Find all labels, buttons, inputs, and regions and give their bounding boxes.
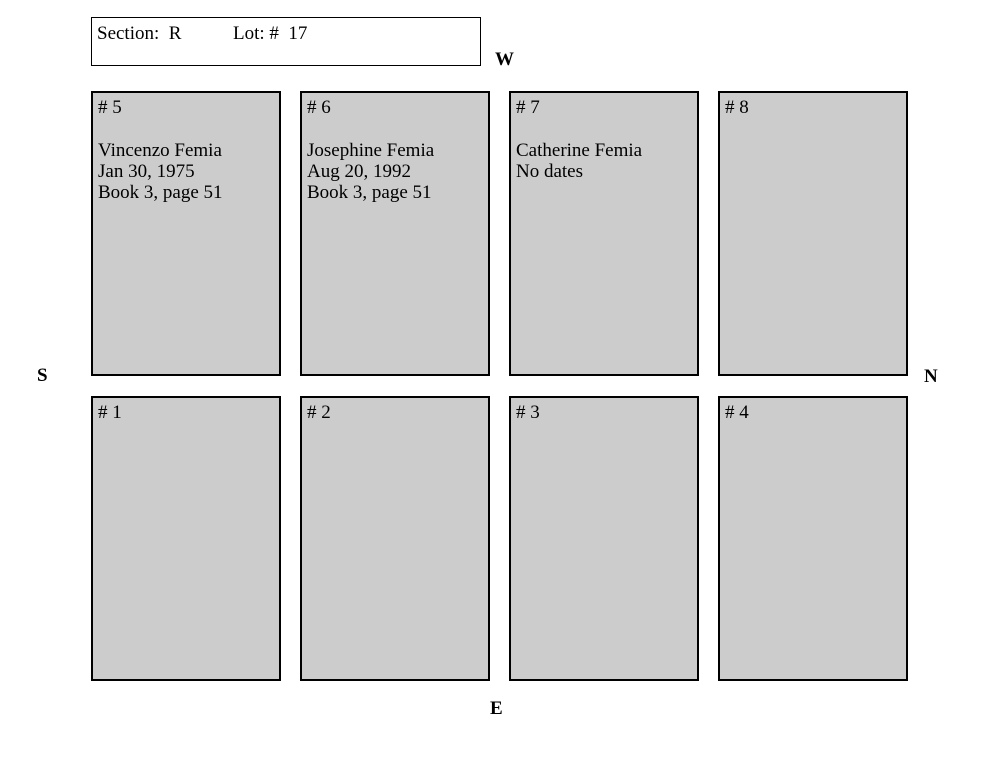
plot-number: # 7	[516, 97, 540, 118]
record-reference: Book 3, page 51	[98, 182, 223, 203]
plot-2: # 2	[300, 396, 490, 681]
plot-4: # 4	[718, 396, 908, 681]
interred-name: Josephine Femia	[307, 140, 435, 161]
compass-south: S	[37, 365, 48, 386]
plot-info: Catherine Femia No dates	[516, 140, 697, 182]
interment-date: Aug 20, 1992	[307, 161, 411, 182]
record-reference: Book 3, page 51	[307, 182, 432, 203]
section-label: Section: R	[97, 23, 182, 44]
plot-7: # 7 Catherine Femia No dates	[509, 91, 699, 376]
interred-name: Catherine Femia	[516, 140, 643, 161]
interment-date: Jan 30, 1975	[98, 161, 195, 182]
interment-date: No dates	[516, 161, 584, 182]
plot-info: Vincenzo Femia Jan 30, 1975 Book 3, page…	[98, 140, 279, 203]
lot-label: Lot: # 17	[233, 23, 308, 44]
plot-number: # 2	[307, 402, 331, 423]
plot-5: # 5 Vincenzo Femia Jan 30, 1975 Book 3, …	[91, 91, 281, 376]
plot-number: # 6	[307, 97, 331, 118]
plot-number: # 3	[516, 402, 540, 423]
plot-number: # 5	[98, 97, 122, 118]
plot-number: # 4	[725, 402, 749, 423]
plot-info: Josephine Femia Aug 20, 1992 Book 3, pag…	[307, 140, 488, 203]
compass-east: E	[490, 698, 503, 719]
interred-name: Vincenzo Femia	[98, 140, 222, 161]
plot-1: # 1	[91, 396, 281, 681]
plot-6: # 6 Josephine Femia Aug 20, 1992 Book 3,…	[300, 91, 490, 376]
plot-8: # 8	[718, 91, 908, 376]
plot-3: # 3	[509, 396, 699, 681]
plot-number: # 1	[98, 402, 122, 423]
section-lot-header: Section: R Lot: # 17	[91, 17, 481, 66]
plot-number: # 8	[725, 97, 749, 118]
compass-north: N	[924, 366, 938, 387]
compass-west: W	[495, 49, 514, 70]
